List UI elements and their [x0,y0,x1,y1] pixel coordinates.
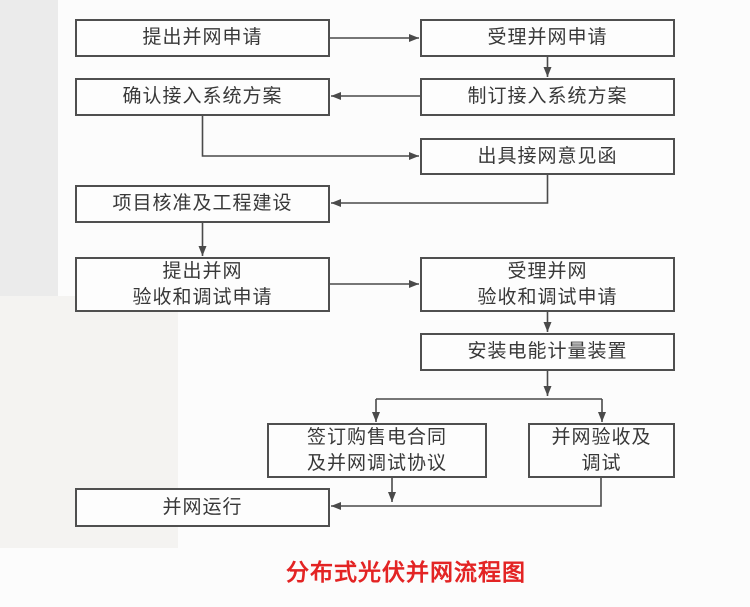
node-acceptance-debug: 并网验收及 调试 [528,423,675,478]
node-apply: 提出并网申请 [75,19,330,57]
node-grid-operation: 并网运行 [75,488,330,527]
node-make-plan: 制订接入系统方案 [420,78,675,116]
node-approval-construction: 项目核准及工程建设 [75,185,330,223]
node-sign-contract: 签订购售电合同 及并网调试协议 [267,423,487,478]
connector-confirm-plan-to-opinion-letter [201,116,419,160]
connector-acceptance-debug-to-grid-operation [331,478,602,510]
node-accept-acceptance: 受理并网 验收和调试申请 [420,257,675,312]
diagram-title: 分布式光伏并网流程图 [286,559,526,585]
node-apply-acceptance: 提出并网 验收和调试申请 [75,257,330,312]
node-install-meter: 安装电能计量装置 [420,333,675,371]
node-opinion-letter: 出具接网意见函 [420,138,675,175]
node-confirm-plan: 确认接入系统方案 [75,78,330,116]
connector-opinion-letter-to-approval [331,175,549,207]
node-accept-apply: 受理并网申请 [420,19,675,57]
